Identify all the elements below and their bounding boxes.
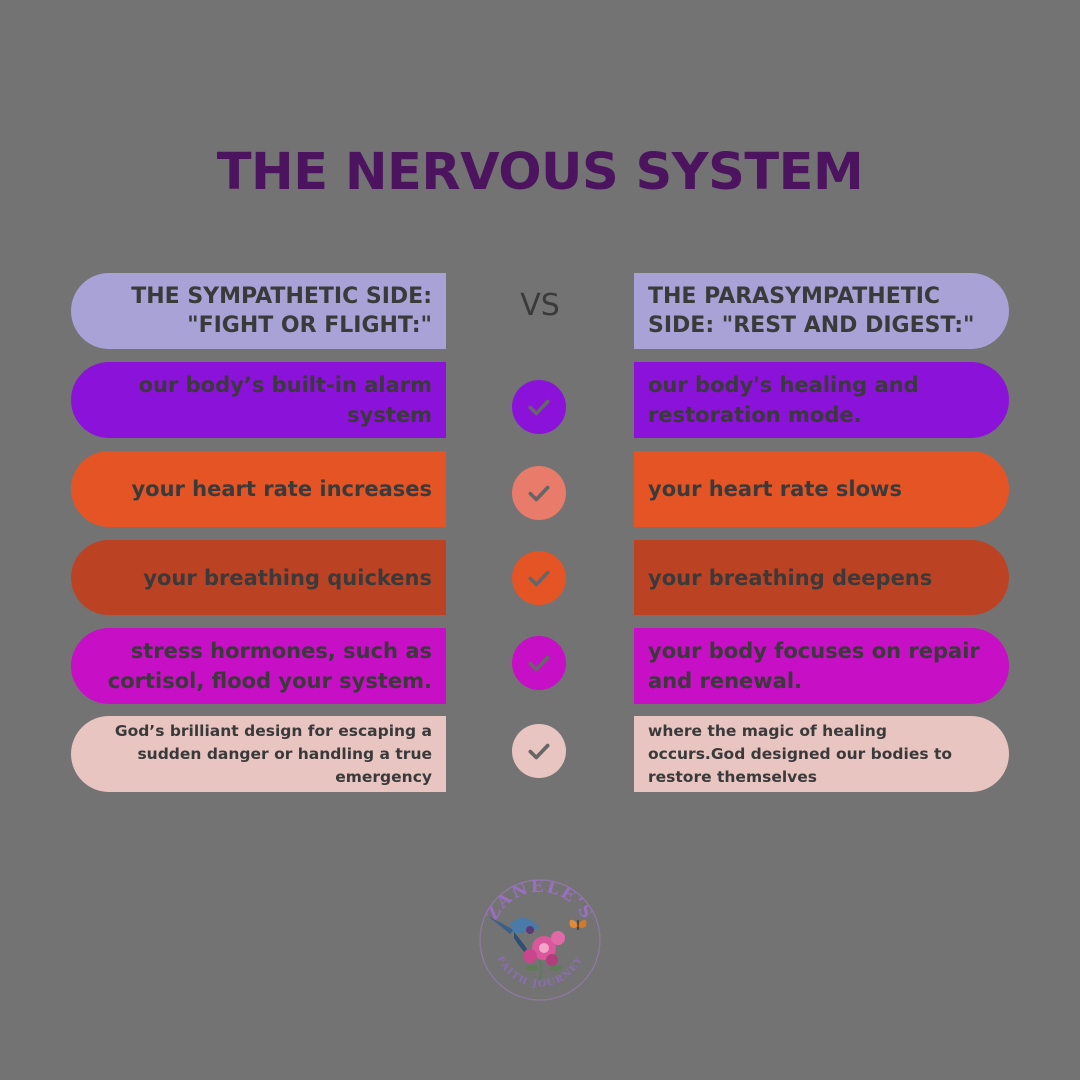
parasympathetic-row-text: your breathing deepens — [648, 565, 933, 590]
parasympathetic-header-label: THE PARASYMPATHETIC SIDE: "REST AND DIGE… — [648, 284, 975, 338]
sympathetic-row-text: our body’s built-in alarm system — [138, 373, 432, 427]
check-icon — [512, 724, 566, 778]
sympathetic-row-cell: your breathing quickens — [71, 540, 446, 615]
parasympathetic-row-cell: your body focuses on repair and renewal. — [634, 628, 1009, 704]
sympathetic-row-cell: God’s brilliant design for escaping a su… — [71, 716, 446, 792]
check-icon — [512, 551, 566, 605]
sympathetic-row-cell: your heart rate increases — [71, 451, 446, 527]
parasympathetic-row-text: your body focuses on repair and renewal. — [648, 639, 980, 693]
check-icon — [512, 466, 566, 520]
sympathetic-row-text: stress hormones, such as cortisol, flood… — [107, 639, 432, 693]
parasympathetic-row-cell: our body's healing and restoration mode. — [634, 362, 1009, 438]
parasympathetic-row-text: our body's healing and restoration mode. — [648, 373, 919, 427]
check-icon — [512, 380, 566, 434]
parasympathetic-header: THE PARASYMPATHETIC SIDE: "REST AND DIGE… — [634, 273, 1009, 349]
parasympathetic-row-text: where the magic of healing occurs.God de… — [648, 721, 953, 786]
sympathetic-header: THE SYMPATHETIC SIDE: "FIGHT OR FLIGHT:" — [71, 273, 446, 349]
parasympathetic-row-cell: your breathing deepens — [634, 540, 1009, 615]
parasympathetic-row-text: your heart rate slows — [648, 477, 902, 501]
sympathetic-row-text: God’s brilliant design for escaping a su… — [114, 721, 432, 786]
sympathetic-row-cell: our body’s built-in alarm system — [71, 362, 446, 438]
flower-bouquet-icon — [523, 931, 565, 981]
sympathetic-row-text: your breathing quickens — [143, 565, 432, 590]
logo-top-text: ZANELE'S — [482, 877, 597, 924]
butterfly-icon — [569, 919, 587, 930]
page-title: THE NERVOUS SYSTEM — [216, 143, 864, 202]
sympathetic-row-text: your heart rate increases — [131, 477, 432, 501]
zaneles-faith-journey-logo: ZANELE'S FAITH JOURNEY — [479, 877, 601, 1001]
vs-label: VS — [520, 288, 560, 323]
parasympathetic-row-cell: where the magic of healing occurs.God de… — [634, 716, 1009, 792]
check-icon — [512, 636, 566, 690]
sympathetic-row-cell: stress hormones, such as cortisol, flood… — [71, 628, 446, 704]
sympathetic-header-label: THE SYMPATHETIC SIDE: "FIGHT OR FLIGHT:" — [131, 284, 432, 338]
parasympathetic-row-cell: your heart rate slows — [634, 451, 1009, 527]
